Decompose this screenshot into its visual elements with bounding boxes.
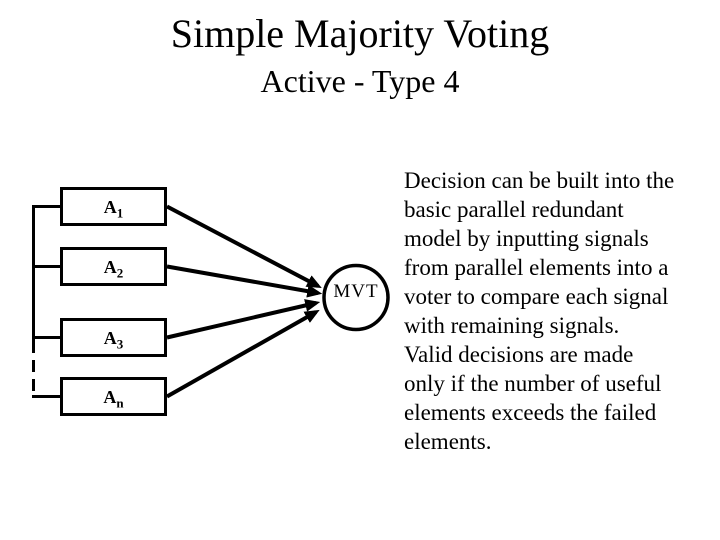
label-base: A	[103, 386, 117, 407]
label-base: A	[103, 327, 117, 348]
slide-subtitle: Active - Type 4	[260, 63, 460, 99]
element-box-a3: A3	[60, 318, 167, 357]
label-subscript: n	[116, 395, 124, 411]
label-base: A	[103, 256, 117, 277]
voter-label: MVT	[333, 281, 379, 302]
element-box-a2: A2	[60, 247, 167, 286]
label-subscript: 2	[116, 265, 124, 281]
body-text: Decision can be built into the basic par…	[404, 168, 675, 454]
arrow-a1-to-mvt	[166, 204, 322, 288]
element-box-a3-label: A3	[103, 327, 124, 351]
arrow-a3-to-mvt	[166, 299, 321, 340]
label-base: A	[103, 196, 117, 217]
element-box-an-label: An	[103, 386, 123, 410]
element-box-a1: A1	[60, 187, 167, 226]
bus-line-solid	[32, 205, 62, 341]
element-box-a2-label: A2	[103, 256, 124, 280]
label-subscript: 1	[116, 205, 124, 221]
element-box-a1-label: A1	[103, 196, 124, 220]
arrow-an-to-mvt	[166, 309, 320, 399]
arrow-a2-to-mvt	[166, 264, 323, 298]
slide-title: Simple Majority Voting	[170, 11, 550, 56]
element-box-an: An	[60, 377, 167, 416]
voter-circle	[322, 263, 390, 332]
label-subscript: 3	[116, 336, 124, 352]
